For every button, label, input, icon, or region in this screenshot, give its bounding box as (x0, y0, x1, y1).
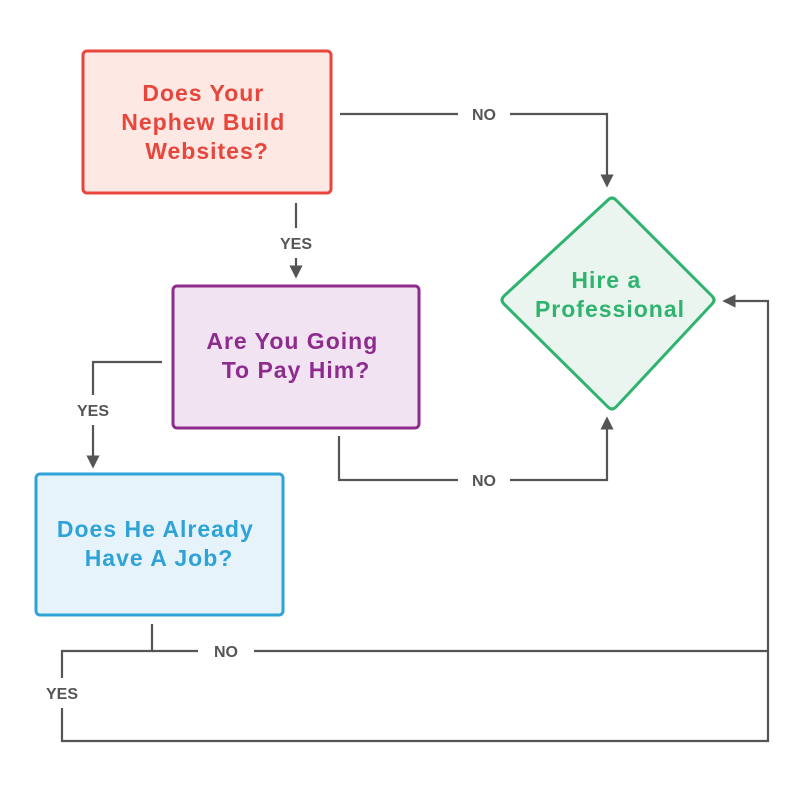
label-job-yes: YES (46, 686, 78, 703)
label-pay-no: NO (472, 473, 496, 490)
edge-pay-yes-top (91, 360, 162, 395)
edge-job-yes (60, 294, 770, 743)
node-job-line-2: Have A Job? (85, 545, 234, 571)
edge-pay-no-cont (510, 416, 614, 482)
node-hire-line-1: Hire a (571, 267, 641, 293)
node-hire-text: Hire a Professional (535, 267, 685, 322)
node-nephew-line-1: Does Your (142, 80, 264, 106)
label-pay-yes: YES (77, 403, 109, 420)
node-nephew-text: Does Your Nephew Build Websites? (121, 80, 292, 164)
edge-pay-no (337, 436, 458, 482)
node-pay-line-2: To Pay Him? (222, 357, 371, 383)
edge-job-split (60, 624, 154, 678)
node-already-has-job (34, 472, 285, 617)
node-nephew-line-2: Nephew Build (121, 109, 285, 135)
node-nephew-line-3: Websites? (145, 138, 269, 164)
label-job-no: NO (214, 644, 238, 661)
edge-nephew-no-cont (510, 112, 614, 188)
node-pay-text: Are You Going To Pay Him? (206, 328, 385, 383)
node-pay-line-1: Are You Going (206, 328, 378, 354)
node-pay-him (171, 284, 421, 430)
node-job-text: Does He Already Have A Job? (57, 516, 261, 571)
node-hire-professional (500, 196, 716, 411)
node-hire-line-2: Professional (535, 296, 685, 322)
label-nephew-no: NO (472, 107, 496, 124)
label-nephew-yes: YES (280, 236, 312, 253)
node-nephew-builds-websites (81, 49, 333, 195)
node-job-line-1: Does He Already (57, 516, 254, 542)
